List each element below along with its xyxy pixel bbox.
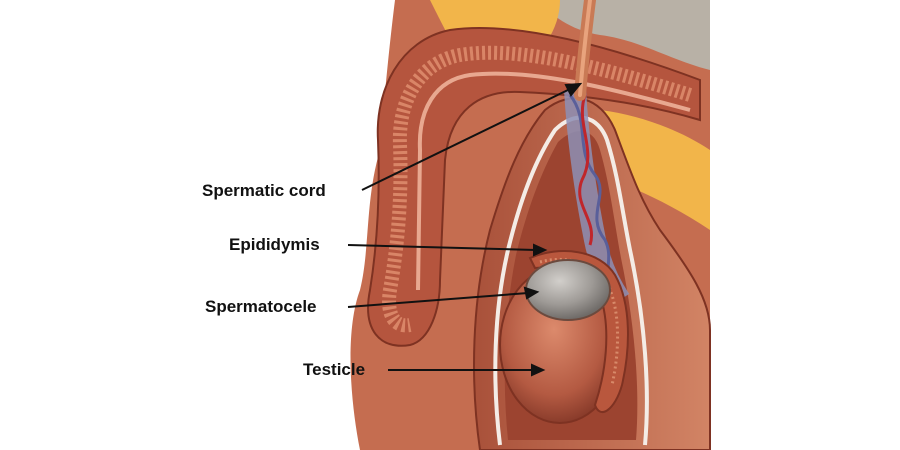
urethra — [416, 71, 691, 291]
spermatic-cord-artery — [578, 94, 593, 246]
vas-deferens-highlight — [578, 0, 592, 97]
corpus-spongiosum — [382, 45, 693, 333]
arrowhead-spermatic-cord — [564, 82, 583, 97]
fat-layer-right — [600, 110, 710, 230]
arrow-spermatocele — [347, 292, 529, 308]
arrowhead-spermatocele — [523, 286, 540, 300]
label-spermatic-cord: Spermatic cord — [202, 181, 326, 200]
label-epididymis: Epididymis — [229, 235, 320, 254]
penis-shaft — [367, 27, 701, 347]
arrowhead-testicle — [531, 363, 546, 377]
label-spermatocele: Spermatocele — [205, 297, 317, 316]
pointer-arrows — [347, 82, 583, 377]
arrow-spermatic-cord — [361, 87, 573, 191]
spermatocele-cyst — [525, 259, 611, 321]
arrow-epididymis — [347, 244, 537, 251]
arrowhead-epididymis — [533, 243, 548, 257]
label-testicle: Testicle — [303, 360, 366, 379]
